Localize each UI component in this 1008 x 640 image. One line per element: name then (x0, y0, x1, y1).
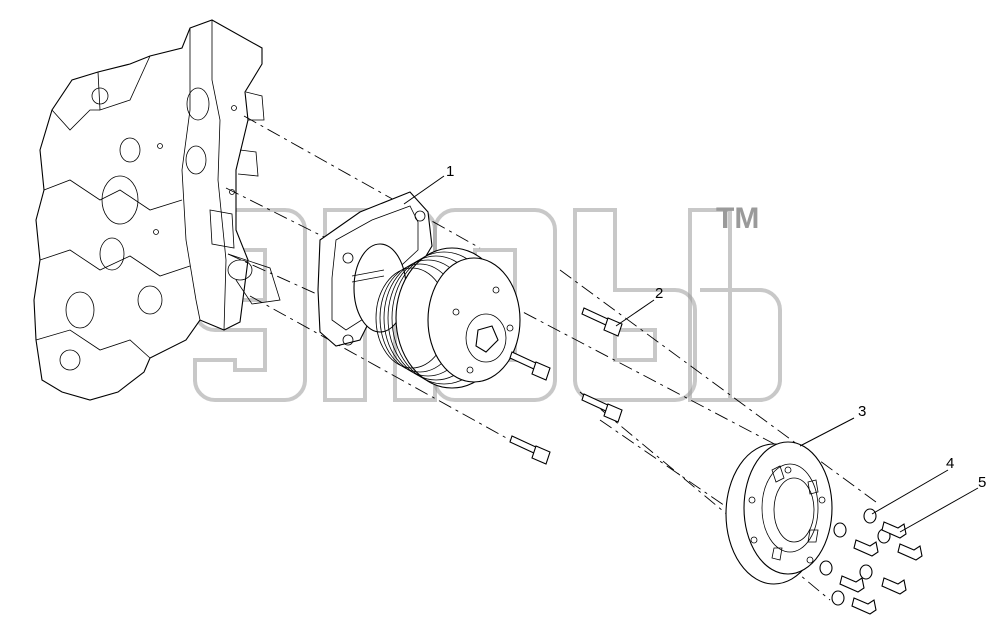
bolt (509, 435, 551, 465)
callout-labels: 1 2 3 4 5 (446, 163, 986, 491)
damper-washers (819, 508, 891, 606)
engine-block (33, 19, 281, 401)
callout-3: 3 (858, 403, 866, 420)
pump-bolts (509, 307, 623, 465)
callout-2: 2 (655, 285, 663, 302)
callout-leaders (403, 175, 979, 533)
callout-5: 5 (978, 474, 986, 491)
callout-4: 4 (946, 455, 954, 472)
bolt (581, 307, 623, 337)
bolt (509, 351, 551, 381)
callout-1: 1 (446, 163, 454, 180)
damper-bolts (839, 521, 923, 615)
bolt (581, 393, 623, 423)
water-pump-assembly (317, 191, 521, 389)
vibration-damper (725, 441, 833, 585)
watermark-trademark: TM (716, 202, 759, 235)
